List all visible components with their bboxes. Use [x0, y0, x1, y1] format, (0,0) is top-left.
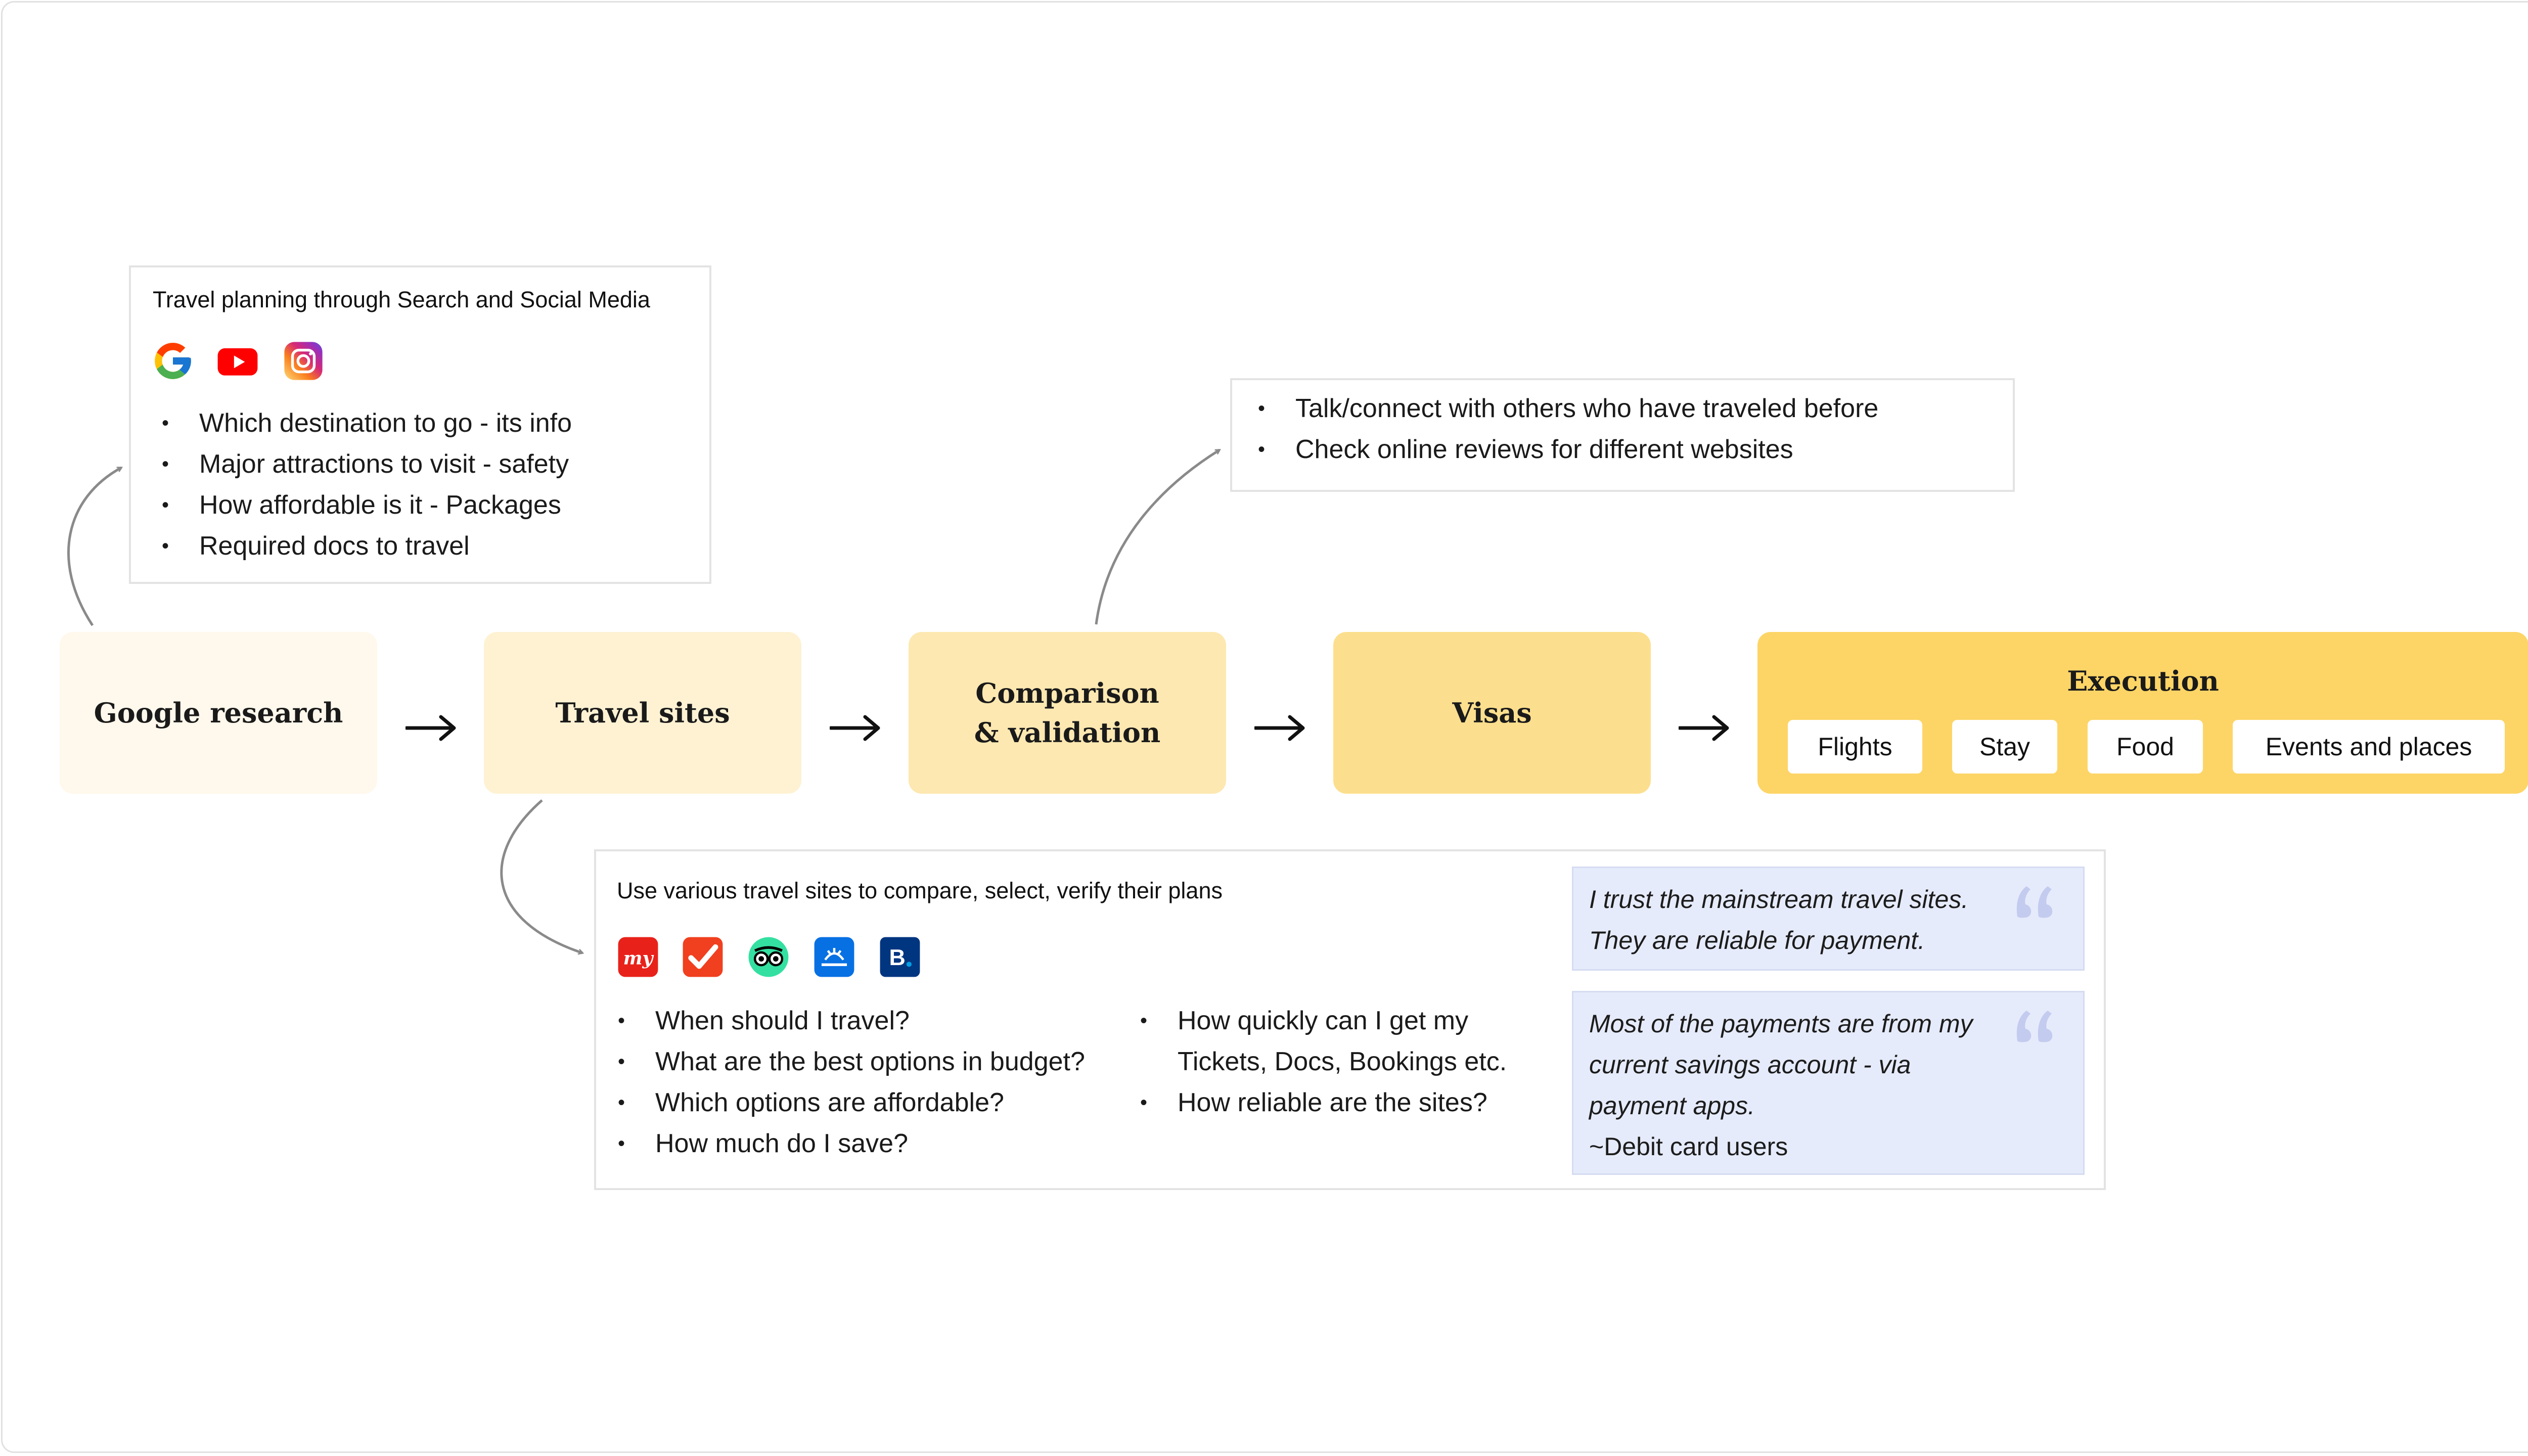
list-item: Talk/connect with others who have travel… — [1255, 388, 1878, 429]
connector-travelsites-to-sites-card — [500, 799, 582, 953]
connector-comparison-to-reviews — [1095, 448, 1220, 625]
stage-visas: Visas — [1333, 632, 1651, 794]
quote-mark-icon — [2016, 886, 2053, 918]
ticktick-icon — [683, 937, 723, 977]
quote-text: Most of the payments are from my current… — [1589, 1004, 1973, 1167]
quote-card-2: Most of the payments are from my current… — [1572, 991, 2085, 1175]
youtube-icon — [217, 348, 258, 376]
stage-comparison-validation: Comparison & validation — [909, 632, 1226, 794]
svg-text:my: my — [623, 947, 654, 969]
travel-sites-card-title: Use various travel sites to compare, sel… — [617, 878, 1223, 903]
execution-item-stay: Stay — [1952, 720, 2057, 774]
search-social-bullets: Which destination to go - its info Major… — [159, 403, 572, 567]
list-item: Which destination to go - its info — [159, 403, 572, 444]
quote-mark-icon — [2016, 1011, 2053, 1042]
list-item: Which options are affordable? — [615, 1082, 1085, 1123]
flow-arrow-icon — [1254, 715, 1305, 741]
list-item: How affordable is it - Packages — [159, 485, 572, 526]
list-item: Required docs to travel — [159, 526, 572, 567]
search-social-card-title: Travel planning through Search and Socia… — [153, 287, 650, 312]
stage-label: Google research — [94, 697, 343, 729]
execution-item-flights: Flights — [1788, 720, 1922, 774]
booking-icon: B — [880, 937, 920, 977]
connector-google-to-search-card — [67, 466, 121, 626]
stage-label: Execution — [2067, 665, 2219, 697]
list-item: How reliable are the sites? — [1137, 1082, 1531, 1123]
travel-sites-card: Use various travel sites to compare, sel… — [594, 849, 2106, 1190]
quote-text: I trust the mainstream travel sites. The… — [1589, 879, 1968, 961]
quote-line: current savings account - via — [1589, 1051, 1911, 1079]
stage-google-research: Google research — [60, 632, 377, 794]
list-item: When should I travel? — [615, 1000, 1085, 1041]
list-item: Major attractions to visit - safety — [159, 444, 572, 485]
quote-attribution: ~Debit card users — [1589, 1132, 1788, 1161]
list-item: How quickly can I get my Tickets, Docs, … — [1137, 1000, 1531, 1082]
list-item-text: How quickly can I get my Tickets, Docs, … — [1178, 1006, 1507, 1076]
search-social-card: Travel planning through Search and Socia… — [129, 265, 711, 584]
list-item: What are the best options in budget? — [615, 1041, 1085, 1082]
google-icon — [155, 343, 191, 379]
instagram-icon — [284, 342, 323, 380]
execution-item-events: Events and places — [2233, 720, 2505, 774]
quote-line: They are reliable for payment. — [1589, 926, 1925, 954]
quote-card-1: I trust the mainstream travel sites. The… — [1572, 867, 2085, 971]
reviews-bullets: Talk/connect with others who have travel… — [1255, 388, 1878, 470]
tripadvisor-icon — [748, 937, 789, 977]
execution-item-food: Food — [2088, 720, 2203, 774]
stage-label: Visas — [1452, 697, 1532, 729]
flow-arrow-icon — [1679, 715, 1729, 741]
reviews-card: Talk/connect with others who have travel… — [1230, 378, 2015, 492]
list-item: Check online reviews for different websi… — [1255, 429, 1878, 470]
svg-text:B: B — [889, 945, 905, 970]
list-item: How much do I save? — [615, 1123, 1085, 1164]
stage-label: Travel sites — [555, 697, 730, 729]
quote-line: I trust the mainstream travel sites. — [1589, 885, 1969, 914]
skyscanner-icon — [814, 937, 854, 977]
travel-sites-bullets-left: When should I travel? What are the best … — [615, 1000, 1085, 1164]
quote-line: Most of the payments are from my — [1589, 1010, 1973, 1038]
stage-label: Comparison & validation — [974, 677, 1161, 749]
makemytrip-icon: my — [618, 937, 658, 977]
quote-line: payment apps. — [1589, 1091, 1755, 1120]
flow-arrow-icon — [405, 715, 456, 741]
travel-sites-bullets-right: How quickly can I get my Tickets, Docs, … — [1137, 1000, 1531, 1123]
stage-travel-sites: Travel sites — [484, 632, 801, 794]
flow-arrow-icon — [830, 715, 880, 741]
